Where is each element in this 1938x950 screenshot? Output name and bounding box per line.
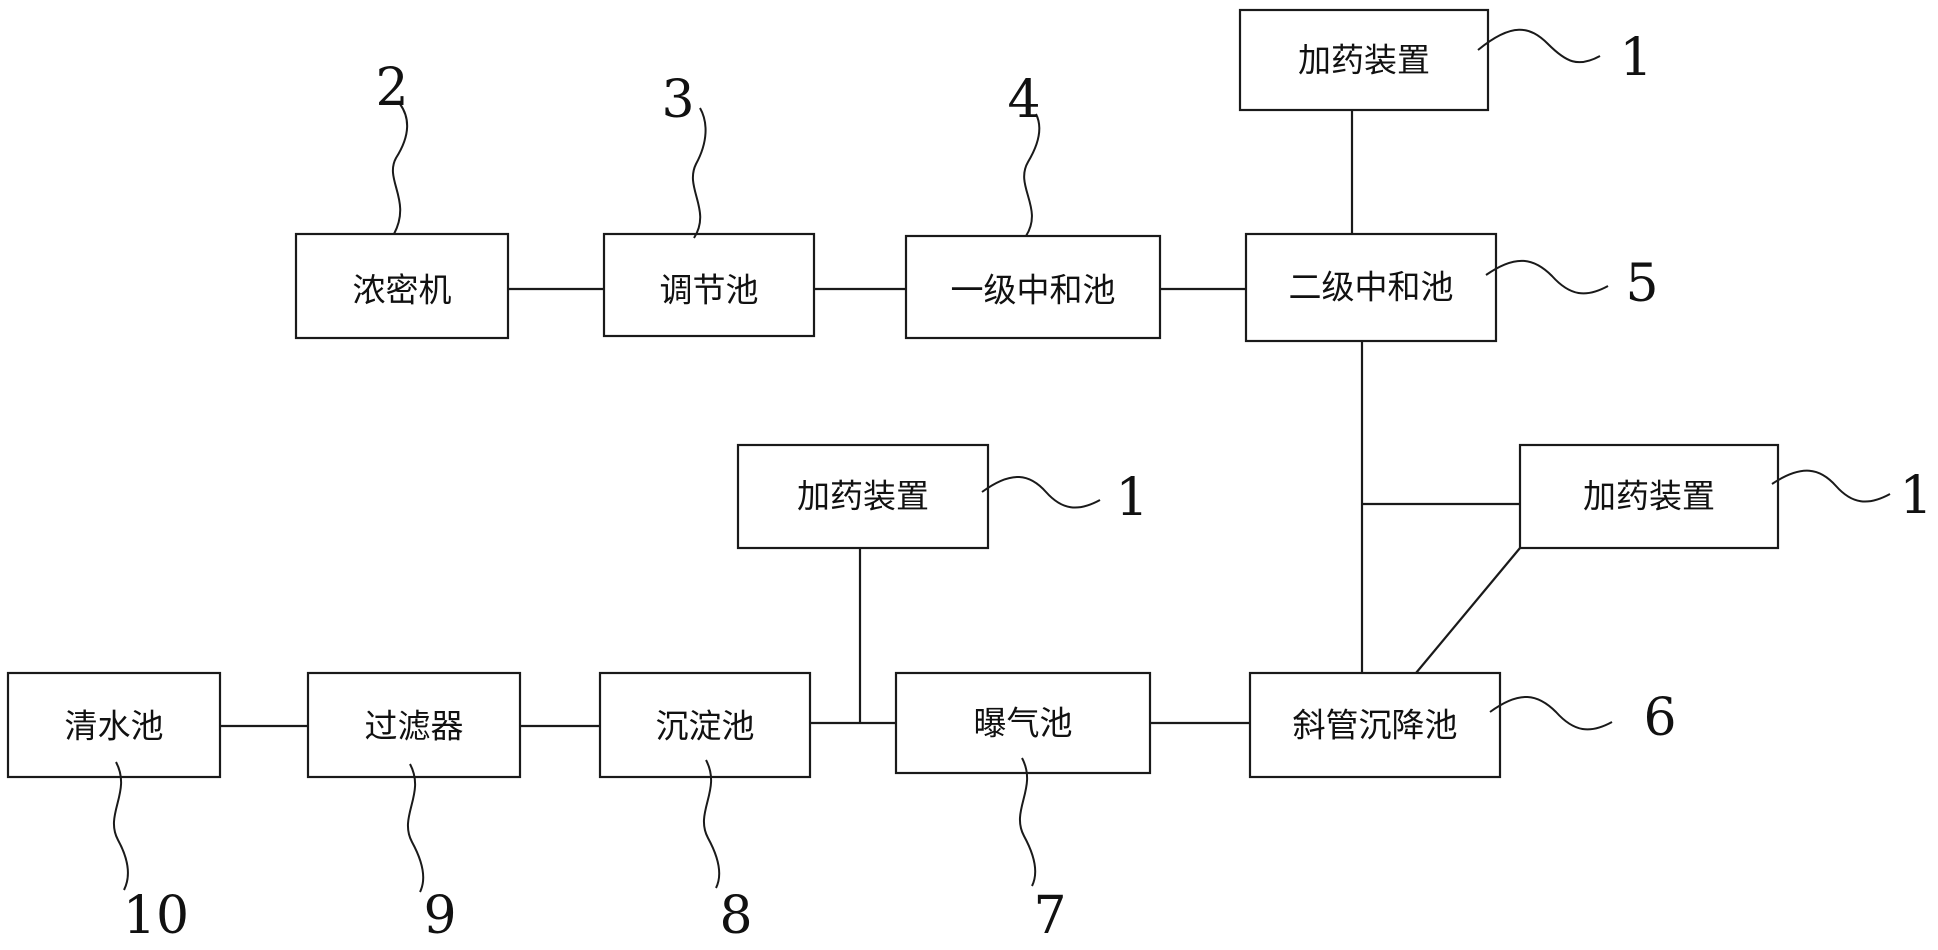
ref-thickener: 2	[375, 58, 408, 118]
box-aeration-tank: 曝气池	[894, 671, 1152, 775]
box-dosing-mid: 加药装置	[736, 443, 990, 550]
leader-dosing-mid	[981, 476, 1101, 509]
leader-filter	[406, 763, 425, 893]
leader-thickener	[391, 103, 408, 235]
box-filter-label: 过滤器	[365, 707, 464, 746]
leader-regulating	[691, 107, 707, 239]
ref-regulating: 3	[661, 70, 694, 130]
ref-dosing-top: 1	[1619, 28, 1652, 88]
box-inclined-tube-settler: 斜管沉降池	[1248, 671, 1502, 779]
box-inclined-tube-settler-label: 斜管沉降池	[1293, 706, 1458, 745]
ref-secondary: 5	[1625, 254, 1658, 314]
leader-aeration	[1018, 757, 1037, 887]
box-primary-neutralization: 一级中和池	[904, 234, 1162, 340]
ref-dosing-right: 1	[1899, 466, 1932, 526]
connectors	[220, 110, 1521, 728]
leader-settler	[1489, 696, 1613, 731]
line-dosing-right-to-settler	[1415, 547, 1521, 674]
box-thickener: 浓密机	[294, 232, 510, 340]
reference-numbers: 1 2 3 4 5 1 1 6 10 9 8 7	[123, 28, 1933, 946]
ref-dosing-mid: 1	[1115, 468, 1148, 528]
box-sedimentation-tank: 沉淀池	[598, 671, 812, 779]
box-secondary-neutralization: 二级中和池	[1244, 232, 1498, 343]
leader-dosing-right	[1771, 469, 1891, 503]
leader-lines	[112, 28, 1891, 893]
leader-sedimentation	[702, 759, 721, 889]
box-dosing-right: 加药装置	[1518, 443, 1780, 550]
leader-primary	[1023, 113, 1041, 237]
ref-primary: 4	[1007, 70, 1040, 130]
box-dosing-top-label: 加药装置	[1298, 41, 1430, 80]
ref-aeration: 7	[1033, 886, 1066, 946]
leader-secondary	[1485, 259, 1609, 295]
leader-clear-water	[112, 761, 129, 891]
ref-settler: 6	[1643, 688, 1676, 748]
leader-dosing-top	[1477, 28, 1601, 64]
box-dosing-right-label: 加药装置	[1583, 477, 1715, 516]
box-clear-water-tank: 清水池	[6, 671, 222, 779]
box-primary-neutralization-label: 一级中和池	[951, 271, 1116, 310]
box-secondary-neutralization-label: 二级中和池	[1289, 268, 1454, 307]
box-regulating-tank-label: 调节池	[660, 271, 759, 310]
box-filter: 过滤器	[306, 671, 522, 779]
box-clear-water-tank-label: 清水池	[65, 707, 164, 746]
box-dosing-mid-label: 加药装置	[797, 477, 929, 516]
box-dosing-top: 加药装置	[1238, 8, 1490, 112]
ref-sedimentation: 8	[719, 886, 752, 946]
box-aeration-tank-label: 曝气池	[974, 704, 1073, 743]
box-thickener-label: 浓密机	[353, 271, 452, 310]
ref-clear-water: 10	[123, 886, 189, 946]
box-regulating-tank: 调节池	[602, 232, 816, 338]
box-sedimentation-tank-label: 沉淀池	[656, 707, 755, 746]
ref-filter: 9	[423, 886, 456, 946]
